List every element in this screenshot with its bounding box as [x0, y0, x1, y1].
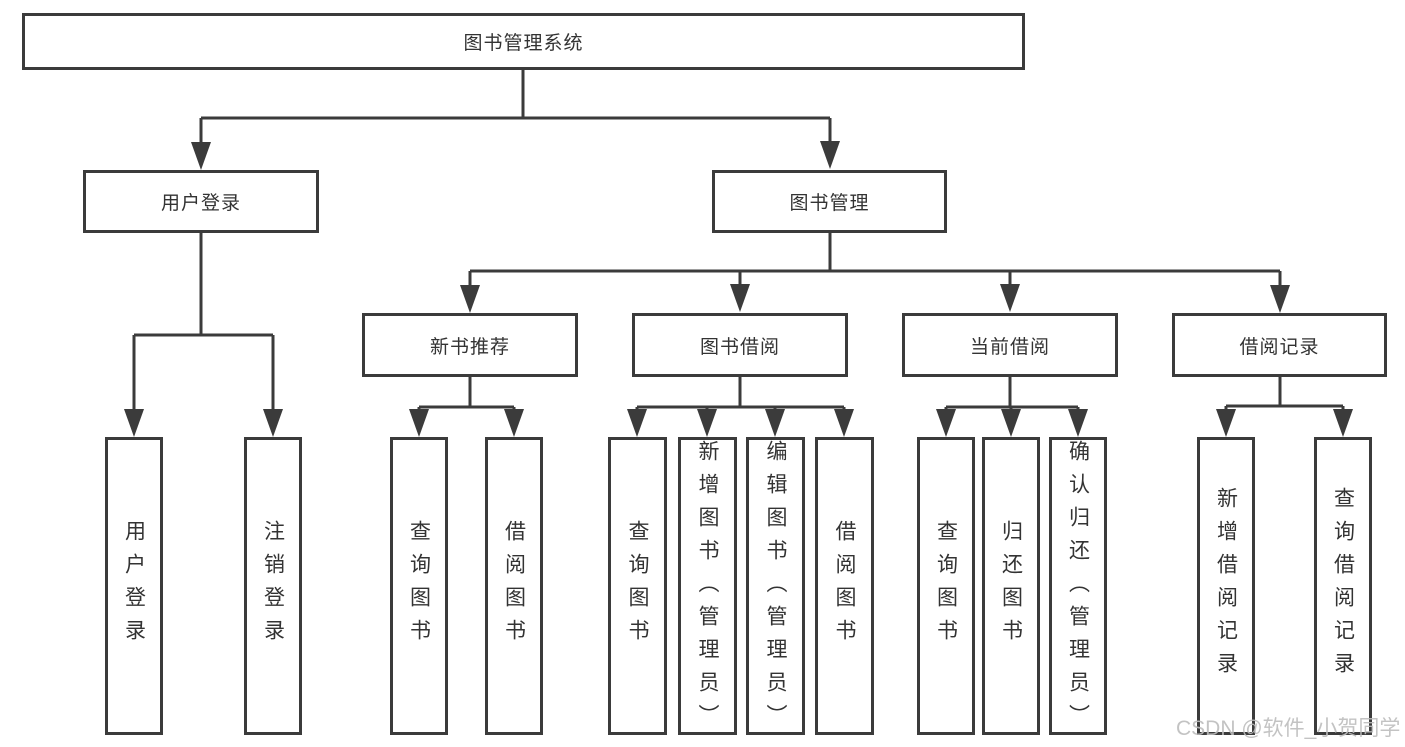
arrow-icon: [263, 409, 283, 437]
node-label: 查询图书: [407, 520, 431, 652]
node-label: 图书借阅: [699, 336, 780, 358]
leaf-logout: 注销登录: [244, 437, 302, 735]
node-user-login: 用户登录: [83, 170, 319, 233]
leaf-add-books-admin: 新增图书（管理员）: [678, 437, 737, 737]
node-borrowing-records: 借阅记录: [1172, 313, 1387, 377]
node-new-book-recommendation: 新书推荐: [362, 313, 578, 377]
node-label: 注销登录: [261, 520, 285, 652]
leaf-query-books-recommend: 查询图书: [390, 437, 448, 735]
leaf-query-books-current: 查询图书: [917, 437, 975, 735]
leaf-query-books-borrowing: 查询图书: [608, 437, 667, 735]
leaf-edit-books-admin: 编辑图书（管理员）: [746, 437, 805, 737]
arrow-icon: [936, 409, 956, 437]
watermark: CSDN @软件_小贺同学: [1176, 717, 1401, 740]
arrow-icon: [697, 409, 717, 437]
node-book-borrowing: 图书借阅: [632, 313, 848, 377]
node-label: 图书管理: [789, 193, 870, 214]
leaf-borrow-books: 借阅图书: [815, 437, 874, 735]
arrow-icon: [765, 409, 785, 437]
node-library-system: 图书管理系统: [22, 13, 1025, 70]
leaf-confirm-return-admin: 确认归还（管理员）: [1049, 437, 1107, 737]
node-label: 用户登录: [160, 193, 241, 214]
node-label: 查询借阅记录: [1331, 487, 1355, 685]
leaf-add-borrow-record: 新增借阅记录: [1197, 437, 1255, 735]
node-label: 查询图书: [626, 520, 649, 652]
node-label: 当前借阅: [969, 336, 1050, 358]
arrow-icon: [460, 285, 480, 313]
node-label: 借阅记录: [1239, 336, 1320, 358]
arrowheads: [124, 141, 1353, 437]
node-label: 借阅图书: [833, 520, 856, 652]
node-label: 借阅图书: [502, 520, 526, 652]
node-label: 归还图书: [999, 520, 1023, 652]
node-current-borrowing: 当前借阅: [902, 313, 1118, 377]
arrow-icon: [1068, 409, 1088, 437]
leaf-borrow-books-recommend: 借阅图书: [485, 437, 543, 735]
node-label: 确认归还（管理员）: [1066, 440, 1090, 737]
leaf-user-login: 用户登录: [105, 437, 163, 735]
arrow-icon: [504, 409, 524, 437]
arrow-icon: [191, 142, 211, 170]
leaf-query-borrow-record: 查询借阅记录: [1314, 437, 1372, 735]
node-label: 新书推荐: [429, 336, 510, 358]
node-label: 图书管理系统: [463, 33, 584, 54]
arrow-icon: [820, 141, 840, 169]
node-label: 用户登录: [122, 520, 146, 652]
arrow-icon: [1270, 285, 1290, 313]
node-label: 查询图书: [934, 520, 958, 652]
node-book-management: 图书管理: [712, 170, 947, 233]
arrow-icon: [627, 409, 647, 437]
arrow-icon: [1000, 284, 1020, 312]
arrow-icon: [730, 284, 750, 312]
arrow-icon: [1001, 409, 1021, 437]
node-label: 新增图书（管理员）: [696, 440, 719, 737]
arrow-icon: [1216, 409, 1236, 437]
node-label: 新增借阅记录: [1214, 487, 1238, 685]
node-label: 编辑图书（管理员）: [764, 440, 787, 737]
leaf-return-books: 归还图书: [982, 437, 1040, 735]
arrow-icon: [409, 409, 429, 437]
arrow-icon: [834, 409, 854, 437]
arrow-icon: [124, 409, 144, 437]
arrow-icon: [1333, 409, 1353, 437]
